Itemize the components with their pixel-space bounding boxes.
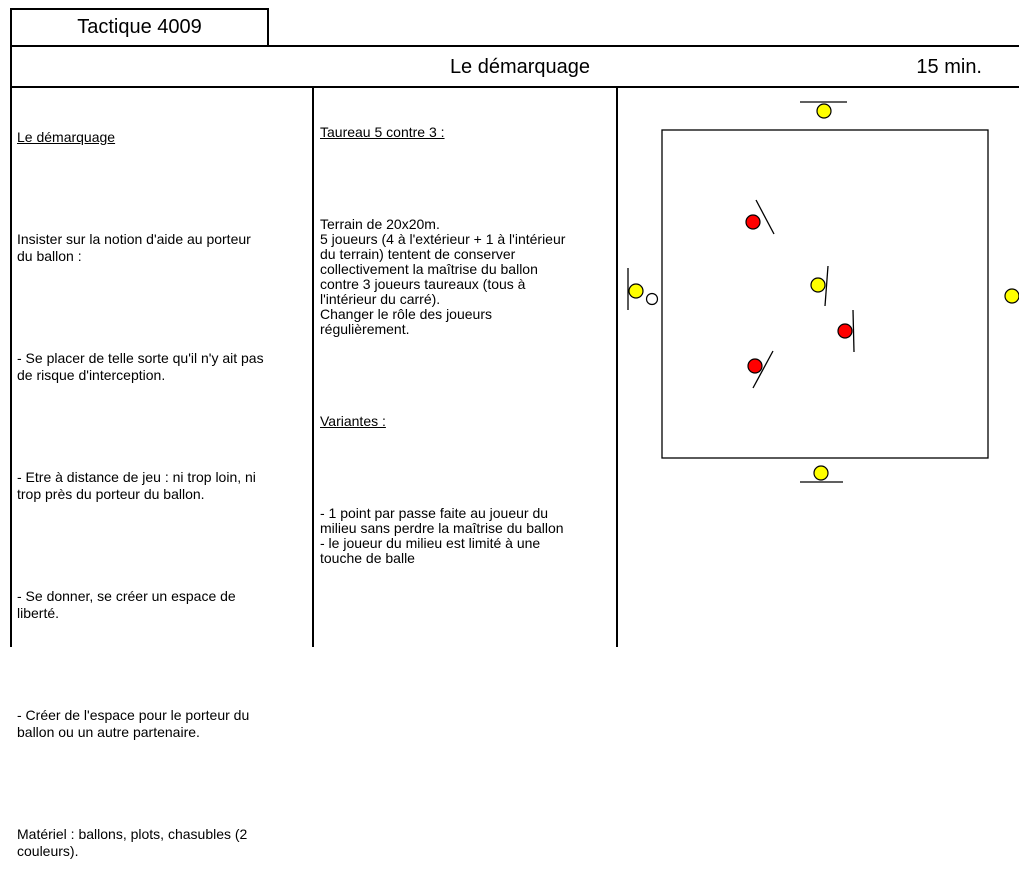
exercise-description: Terrain de 20x20m. 5 joueurs (4 à l'exté…	[320, 216, 566, 337]
objective-item: - Etre à distance de jeu : ni trop loin,…	[17, 469, 256, 502]
objective-item: - Se placer de telle sorte qu'il n'y ait…	[17, 350, 264, 383]
pitch-square	[661, 129, 989, 459]
tactical-diagram	[627, 101, 1019, 483]
exercise-heading: Taureau 5 contre 3 :	[320, 124, 445, 140]
equipment-text: Matériel : ballons, plots, chasubles (2 …	[17, 826, 248, 859]
yellow-player-center	[810, 265, 829, 307]
session-duration: 15 min.	[916, 56, 982, 78]
yellow-player-top	[800, 101, 847, 119]
session-theme: Le démarquage	[449, 56, 591, 78]
exercise-column: Taureau 5 contre 3 : Terrain de 20x20m. …	[320, 95, 614, 581]
red-player	[747, 350, 774, 389]
column-divider-1	[312, 88, 314, 647]
yellow-player-left	[627, 268, 644, 310]
column-divider-2	[616, 88, 618, 647]
ball	[645, 292, 659, 306]
session-title-box: Tactique 4009	[10, 8, 269, 45]
left-border	[10, 88, 12, 647]
yellow-player-bottom	[800, 465, 843, 483]
objective-item: - Créer de l'espace pour le porteur du b…	[17, 707, 250, 740]
variants-heading: Variantes :	[320, 413, 386, 429]
objectives-intro: Insister sur la notion d'aide au porteur…	[17, 231, 251, 264]
red-player	[745, 199, 775, 235]
red-player	[837, 309, 855, 353]
objective-item: - Se donner, se créer un espace de liber…	[17, 588, 236, 621]
session-title: Tactique 4009	[77, 16, 202, 38]
yellow-player-right	[1004, 288, 1019, 304]
header-row: Le démarquage 15 min.	[10, 45, 1019, 88]
variants-description: - 1 point par passe faite au joueur du m…	[320, 505, 564, 566]
objectives-column: Le démarquage Insister sur la notion d'a…	[17, 95, 309, 877]
objectives-heading: Le démarquage	[17, 129, 116, 145]
